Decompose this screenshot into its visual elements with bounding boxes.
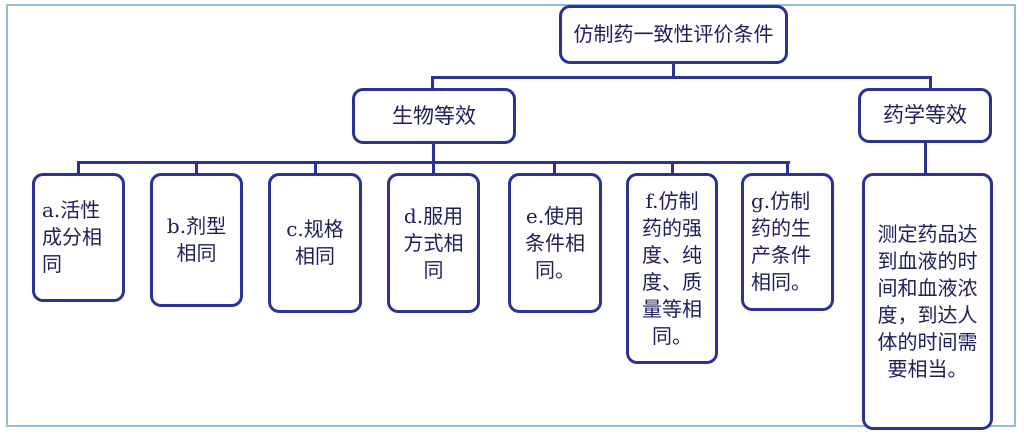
node-e-usage-conditions: e.使用条件相同。 bbox=[508, 173, 602, 313]
node-c-specification: c.规格相同 bbox=[268, 173, 362, 313]
node-a-active-ingredient: a.活性成分相同 bbox=[32, 173, 125, 302]
connector-drop-e bbox=[553, 161, 556, 175]
node-pharma-label: 药学等效 bbox=[883, 103, 967, 128]
node-g-label: g.仿制药的生产条件相同。 bbox=[751, 189, 811, 294]
connector-drop-g bbox=[786, 161, 789, 175]
connector-drop-d bbox=[432, 161, 435, 175]
node-g-production-conditions: g.仿制药的生产条件相同。 bbox=[741, 173, 834, 311]
node-bio-equivalence: 生物等效 bbox=[352, 88, 516, 144]
node-d-administration-method: d.服用方式相同 bbox=[387, 173, 480, 313]
connector-pharma-stem bbox=[924, 142, 927, 175]
node-pharma-detail: 测定药品达到血液的时间和血液浓度，到达人体的时间需要相当。 bbox=[862, 173, 993, 430]
node-root-label: 仿制药一致性评价条件 bbox=[573, 22, 774, 46]
node-c-label: c.规格相同 bbox=[286, 217, 344, 268]
connector-drop-bio bbox=[431, 76, 434, 90]
node-a-label: a.活性成分相同 bbox=[42, 198, 102, 276]
connector-drop-f bbox=[671, 161, 674, 175]
node-b-dosage-form: b.剂型相同 bbox=[150, 173, 243, 307]
connector-drop-b bbox=[195, 161, 198, 175]
page-border bbox=[6, 4, 1016, 427]
connector-root-stem bbox=[672, 64, 675, 78]
node-f-label: f.仿制药的强度、纯度、质量等相同。 bbox=[642, 188, 702, 348]
connector-level1-horizontal bbox=[431, 76, 932, 79]
node-pharma-equivalence: 药学等效 bbox=[858, 88, 992, 143]
node-e-label: e.使用条件相同。 bbox=[525, 203, 585, 282]
node-d-label: d.服用方式相同 bbox=[403, 203, 464, 282]
connector-drop-c bbox=[314, 161, 317, 175]
node-bio-label: 生物等效 bbox=[392, 103, 476, 128]
connector-bio-stem bbox=[432, 142, 435, 163]
connector-drop-a bbox=[77, 161, 80, 175]
node-root-title: 仿制药一致性评价条件 bbox=[559, 5, 788, 64]
node-b-label: b.剂型相同 bbox=[166, 214, 227, 265]
node-pharma-detail-label: 测定药品达到血液的时间和血液浓度，到达人体的时间需要相当。 bbox=[877, 221, 978, 381]
connector-drop-pharma bbox=[929, 76, 932, 90]
node-f-strength-purity-quality: f.仿制药的强度、纯度、质量等相同。 bbox=[626, 173, 718, 364]
